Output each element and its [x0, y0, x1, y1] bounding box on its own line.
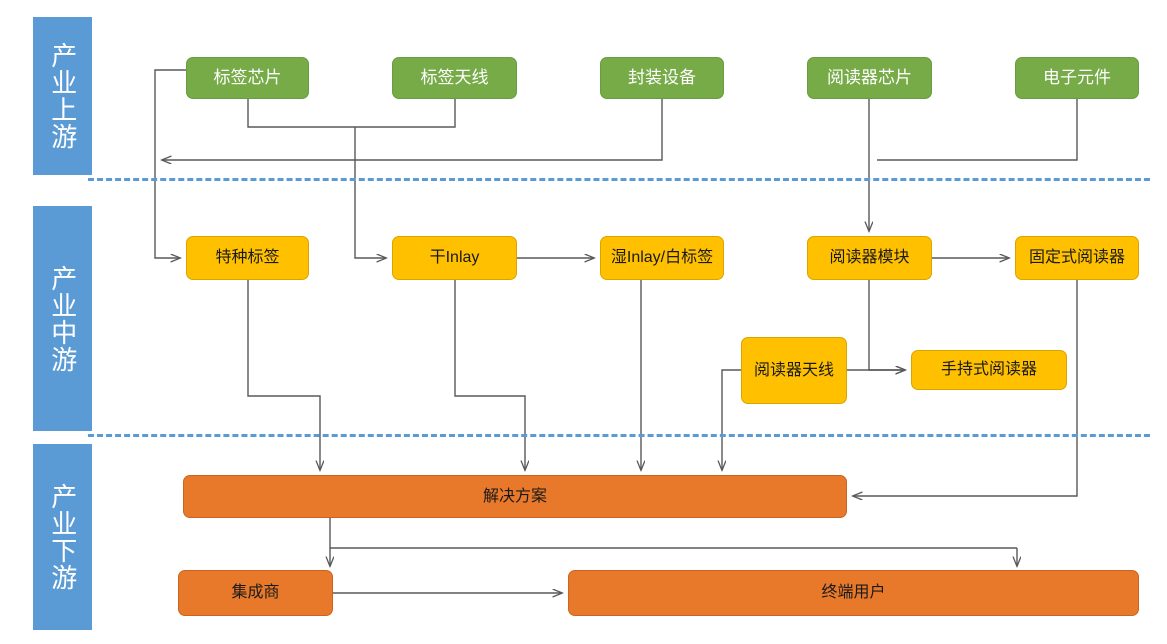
- node-tag-chip[interactable]: 标签芯片: [186, 57, 309, 99]
- node-special-tag-label: 特种标签: [215, 249, 280, 267]
- wire-solution-down: [329, 518, 1017, 549]
- node-integrator-label: 集成商: [231, 584, 280, 602]
- node-packaging-equipment-label: 封装设备: [628, 68, 696, 88]
- node-solution-label: 解决方案: [482, 487, 547, 505]
- wire-dryinlay-to-solution: [454, 280, 525, 470]
- node-wet-inlay[interactable]: 湿Inlay/白标签: [600, 236, 724, 280]
- node-electronic-components-label: 电子元件: [1043, 68, 1111, 88]
- band-upstream: 产业上游: [33, 17, 92, 175]
- node-tag-chip-label: 标签芯片: [213, 68, 282, 88]
- node-solution[interactable]: 解决方案: [183, 475, 847, 518]
- node-packaging-equipment[interactable]: 封装设备: [600, 57, 724, 99]
- band-midstream: 产业中游: [33, 206, 92, 431]
- node-end-user-label: 终端用户: [821, 584, 886, 602]
- wire-specialtag-to-solution: [247, 280, 320, 470]
- wire-merge-to-dryinlay: [354, 127, 386, 258]
- node-reader-module-label: 阅读器模块: [829, 249, 910, 267]
- band-downstream: 产业下游: [33, 444, 92, 630]
- node-dry-inlay-label: 干Inlay: [429, 249, 480, 267]
- band-midstream-label: 产业中游: [47, 264, 78, 373]
- node-special-tag[interactable]: 特种标签: [186, 236, 309, 280]
- divider-upstream-midstream: [88, 178, 1150, 181]
- node-integrator[interactable]: 集成商: [178, 570, 333, 616]
- wire-tagantenna-down: [355, 99, 456, 128]
- node-electronic-components[interactable]: 电子元件: [1015, 57, 1139, 99]
- node-handheld-reader[interactable]: 手持式阅读器: [911, 350, 1067, 390]
- wire-components-to-readerchip: [877, 99, 1078, 161]
- node-end-user[interactable]: 终端用户: [568, 570, 1139, 616]
- wire-tagchip-down: [247, 99, 355, 128]
- node-dry-inlay[interactable]: 干Inlay: [392, 236, 517, 280]
- band-upstream-label: 产业上游: [47, 42, 78, 150]
- node-fixed-reader-label: 固定式阅读器: [1028, 249, 1125, 267]
- node-wet-inlay-label: 湿Inlay/白标签: [610, 249, 714, 267]
- wire-tagchip-to-specialtag: [154, 69, 186, 258]
- node-reader-chip-label: 阅读器芯片: [827, 68, 912, 88]
- divider-midstream-downstream: [88, 434, 1150, 437]
- node-fixed-reader[interactable]: 固定式阅读器: [1015, 236, 1139, 280]
- node-reader-chip[interactable]: 阅读器芯片: [807, 57, 932, 99]
- band-downstream-label: 产业下游: [47, 483, 78, 591]
- node-reader-antenna[interactable]: 阅读器天线: [741, 337, 847, 404]
- node-handheld-reader-label: 手持式阅读器: [940, 361, 1037, 379]
- node-reader-module[interactable]: 阅读器模块: [807, 236, 932, 280]
- node-tag-antenna-label: 标签天线: [420, 68, 489, 88]
- node-reader-antenna-label: 阅读器天线: [753, 361, 834, 379]
- node-tag-antenna[interactable]: 标签天线: [392, 57, 517, 99]
- wire-packaging-to-left: [162, 99, 663, 160]
- wire-fixedreader-to-solution: [853, 280, 1078, 496]
- wire-readermodule-to-handheld: [868, 280, 905, 370]
- wire-readerantenna-to-solution: [722, 369, 741, 470]
